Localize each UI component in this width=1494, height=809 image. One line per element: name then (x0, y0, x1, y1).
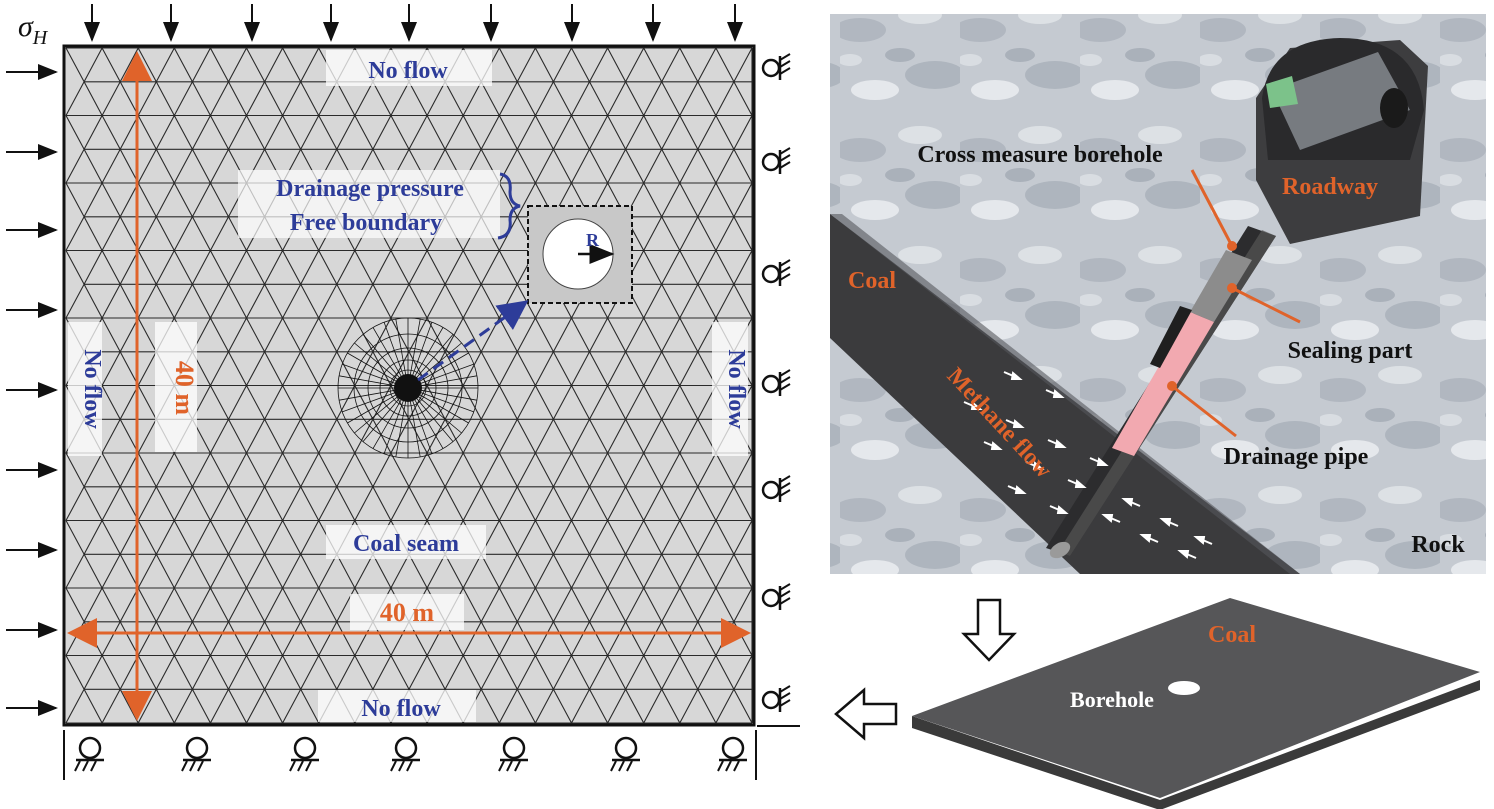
coal-seam-label: Coal seam (353, 531, 459, 557)
cross-measure-label: Cross measure borehole (917, 142, 1163, 168)
right-roller-supports (757, 53, 800, 727)
right-roller-support-1 (761, 53, 791, 80)
bottom-roller-support-5 (498, 736, 528, 772)
methane-return-arrow-5 (1139, 534, 1159, 543)
refinement-ring-1 (389, 369, 427, 407)
leader-drainage-dot (1167, 381, 1177, 391)
methane-arrow-3 (963, 401, 983, 410)
sigma-h-label: σH (18, 10, 49, 49)
methane-arrow-8 (1025, 461, 1045, 470)
borehole-3d-panel (830, 14, 1486, 574)
roadway-green-wall (1266, 76, 1298, 108)
methane-return-arrow-1 (1121, 498, 1141, 507)
free-boundary-label: Free boundary (290, 210, 442, 236)
methane-return-arrow-3 (1193, 536, 1213, 545)
roadway-label: Roadway (1282, 174, 1378, 200)
methane-return-arrow-4 (1101, 514, 1121, 523)
top-no-flow-label: No flow (368, 58, 448, 84)
borehole-hole (1168, 681, 1200, 695)
right-roller-support-4 (761, 369, 791, 396)
right-roller-support-6 (761, 583, 791, 610)
slab-borehole-label: Borehole (1070, 687, 1154, 712)
roadway-inner (1272, 52, 1410, 150)
rock-label: Rock (1411, 532, 1465, 558)
methane-arrow-1 (1003, 371, 1023, 380)
refinement-ring-5 (337, 317, 479, 459)
methane-arrow-7 (983, 441, 1003, 450)
methane-arrow-2 (1045, 389, 1065, 398)
leader-drainage (1171, 384, 1237, 438)
bottom-roller-support-3 (289, 736, 319, 772)
borehole-end (1049, 541, 1071, 559)
coal-seam-label-bg (326, 525, 486, 559)
roadway-pipe-end (1380, 88, 1408, 128)
methane-arrow-5 (1047, 439, 1067, 448)
methane-return-arrow-2 (1159, 518, 1179, 527)
right-roller-support-3 (761, 259, 791, 286)
bottom-roller-support-7 (717, 736, 747, 772)
top-label-bg (326, 50, 492, 86)
coal-label: Coal (848, 268, 896, 294)
leader-sealing-dot (1227, 283, 1237, 293)
right-roller-support-7 (761, 685, 791, 712)
bottom-roller-support-4 (390, 736, 420, 772)
left-no-flow-label: No flow (79, 349, 105, 429)
drainage-label-bg (238, 170, 500, 238)
bottom-roller-supports (63, 730, 757, 780)
methane-arrow-10 (1007, 485, 1027, 494)
leader-cross-measure-dot (1227, 241, 1237, 251)
bottom-roller-support-6 (610, 736, 640, 772)
inset-pointer-arrow (417, 300, 529, 382)
right-roller-support-2 (761, 147, 791, 174)
left-label-bg (68, 322, 102, 456)
refinement-ring-3 (367, 347, 449, 429)
drainage-pipe (1112, 312, 1214, 456)
methane-arrow-9 (1067, 479, 1087, 488)
bottom-label-bg (318, 690, 476, 722)
right-label-bg (712, 322, 748, 456)
bottom-no-flow-label: No flow (361, 696, 441, 722)
coal-slab-top (912, 598, 1480, 798)
leader-cross-measure (1190, 169, 1234, 247)
left-hollow-arrow (834, 687, 898, 741)
bottom-roller-support-1 (74, 736, 104, 772)
slab-coal-label: Coal (1208, 622, 1256, 648)
height-label-bg (155, 322, 197, 452)
left-load-arrows (6, 64, 58, 716)
methane-flow-arrows (963, 371, 1213, 559)
methane-arrow-6 (1089, 457, 1109, 466)
sealing-part-label: Sealing part (1288, 338, 1413, 364)
methane-arrow-11 (1049, 505, 1069, 514)
drainage-pipe-outer (1150, 306, 1192, 368)
down-hollow-arrow (961, 598, 1017, 662)
drainage-pressure-label: Drainage pressure (276, 176, 464, 202)
methane-return-arrow-6 (1177, 550, 1197, 559)
sealing-part (1190, 250, 1252, 322)
methane-arrow-4 (1005, 419, 1025, 428)
refinement-ring-2 (379, 359, 437, 417)
simplified-model-panel (834, 598, 1480, 809)
leader-sealing (1231, 286, 1301, 324)
drainage-pipe-label: Drainage pipe (1224, 444, 1369, 470)
bottom-roller-support-2 (181, 736, 211, 772)
top-load-arrows (84, 4, 743, 42)
refinement-ring-4 (353, 333, 463, 443)
radius-label: R (586, 230, 600, 250)
width-label: 40 m (380, 598, 435, 627)
width-label-bg (350, 594, 464, 630)
borehole-mesh-center (394, 374, 422, 402)
coal-seam-edge (830, 214, 1300, 574)
height-label: 40 m (170, 361, 199, 416)
right-roller-support-5 (761, 475, 791, 502)
mesh-refinement (337, 317, 479, 459)
curly-brace (497, 172, 521, 240)
right-no-flow-label: No flow (723, 349, 749, 429)
